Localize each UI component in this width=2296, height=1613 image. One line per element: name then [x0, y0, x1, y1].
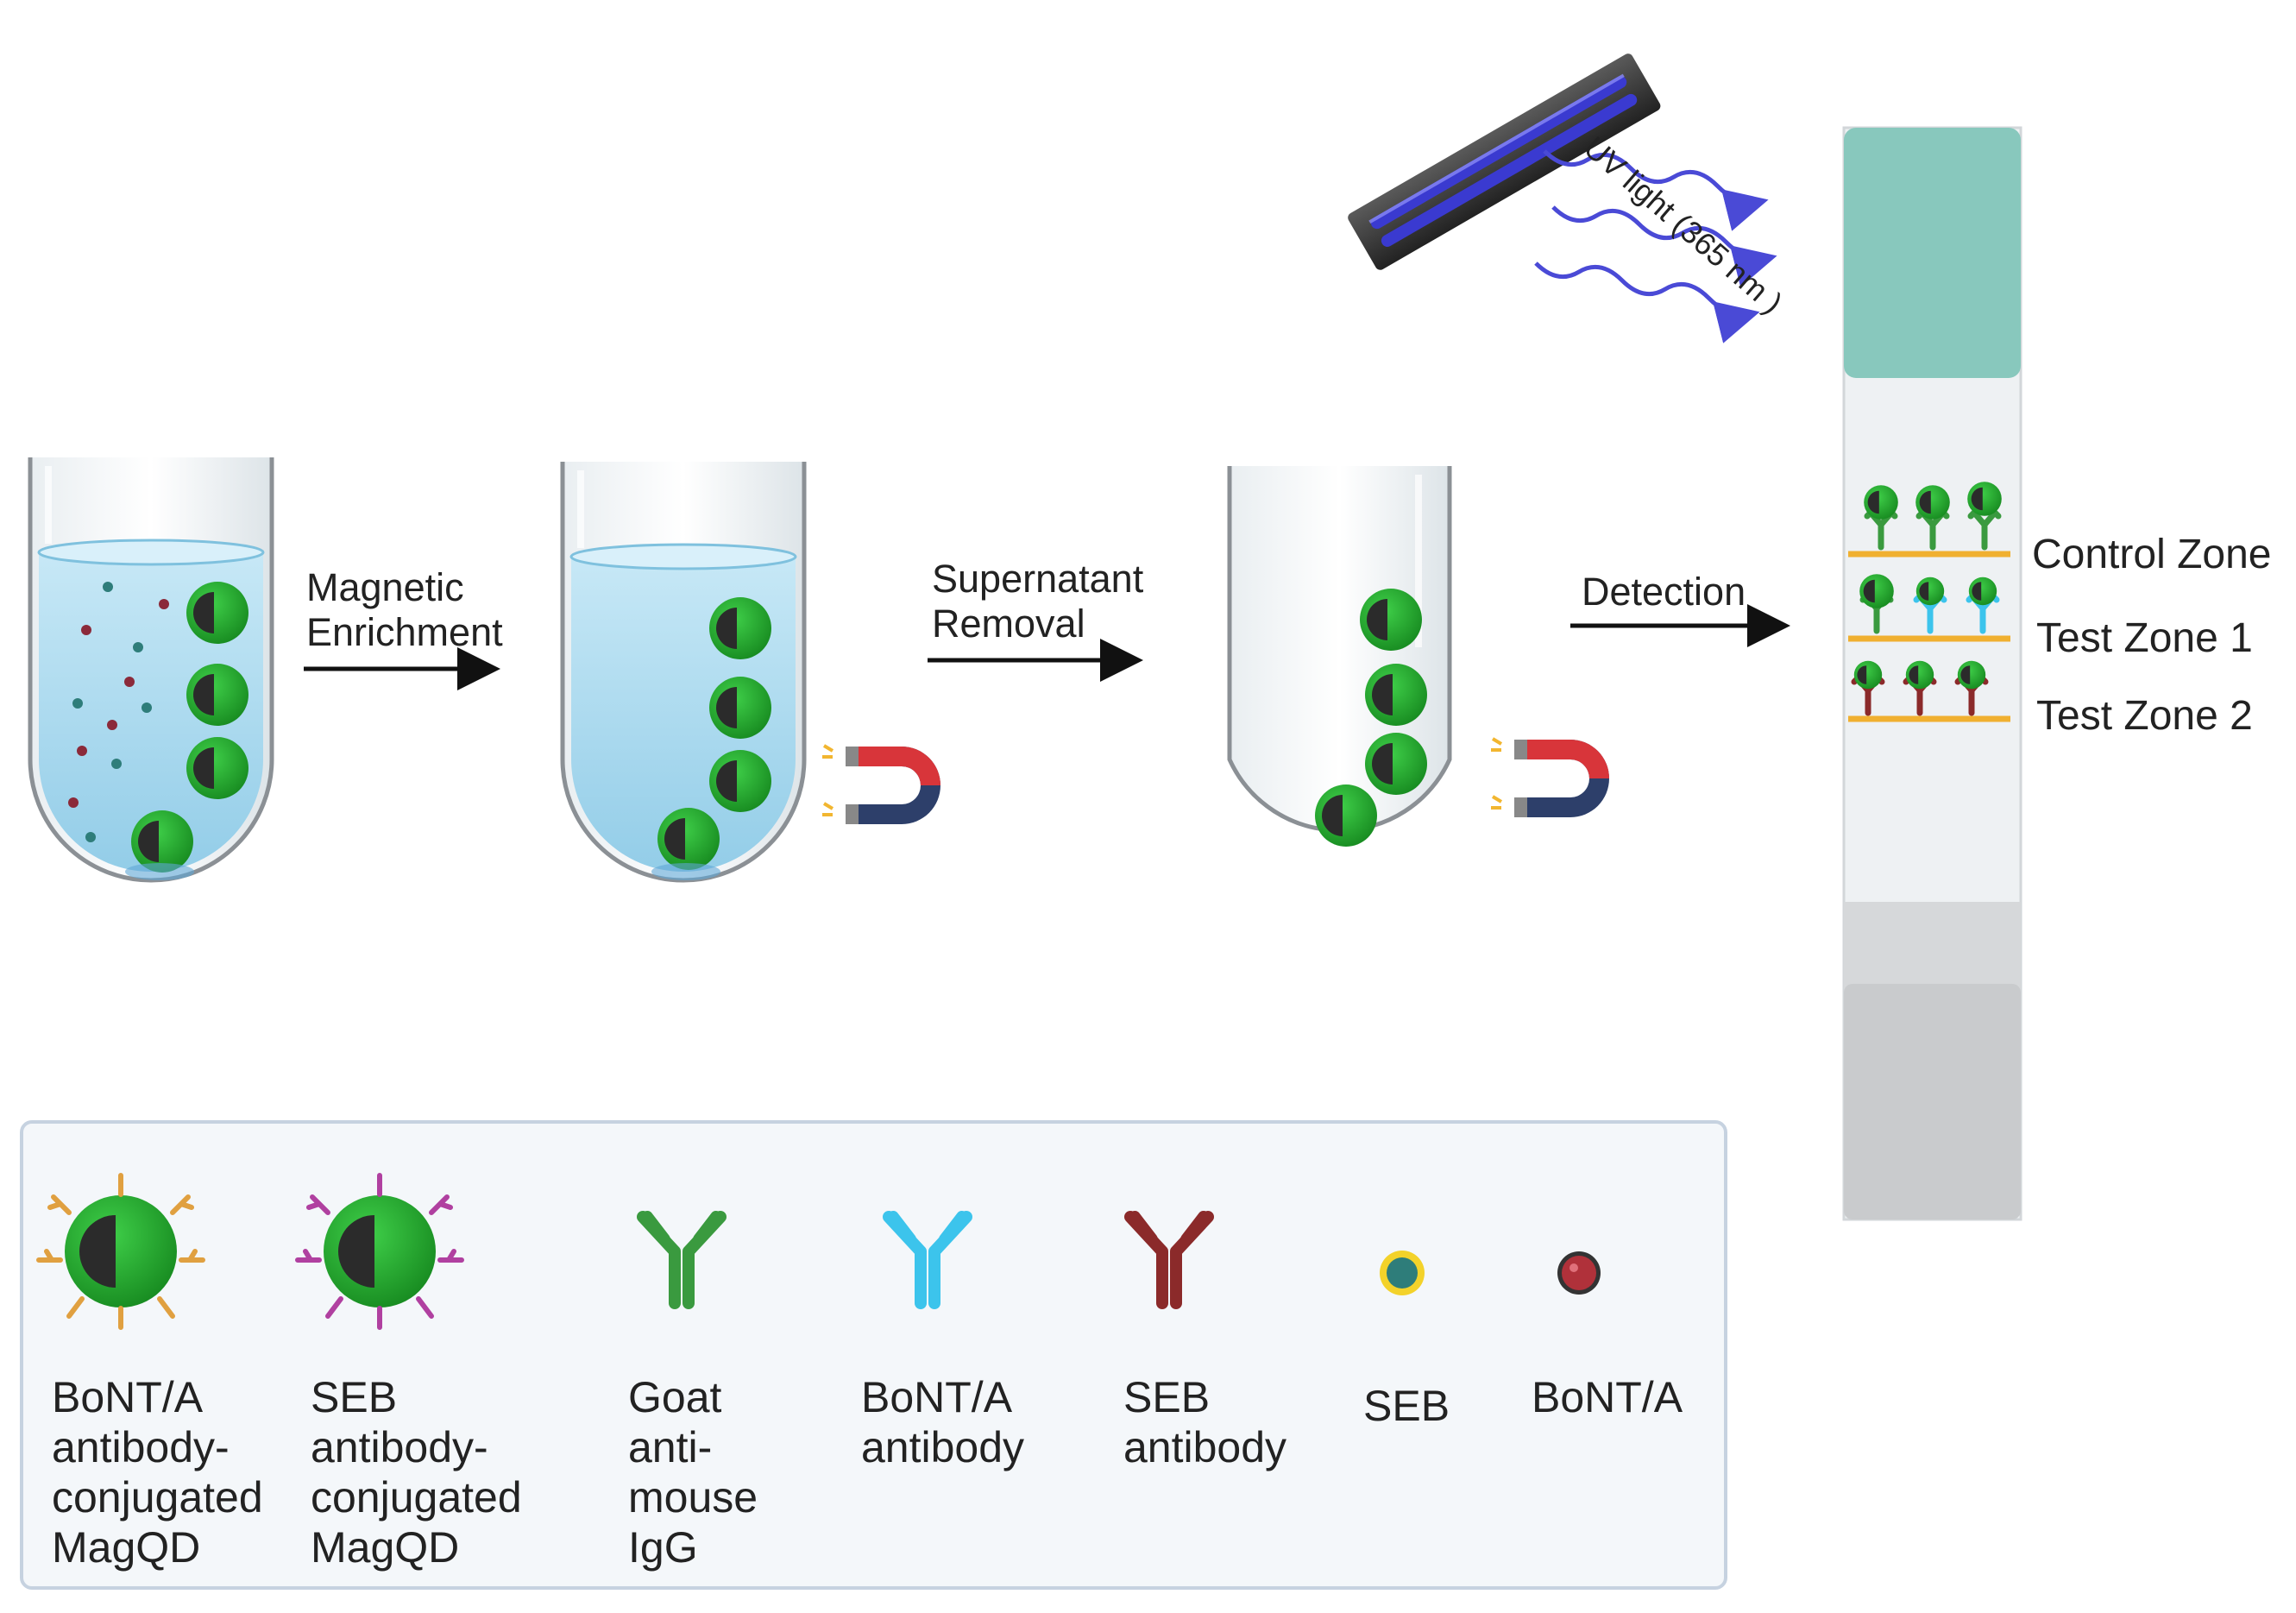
tube-3 — [1227, 466, 1452, 847]
label-test-zone-1: Test Zone 1 — [2036, 615, 2253, 661]
magnet-icon — [1491, 737, 1609, 817]
seb-antibody-icon — [1124, 1211, 1214, 1309]
bont-a-antibody-icon — [883, 1211, 972, 1309]
legend-box — [20, 1120, 1727, 1590]
bont-a-magqd-icon — [36, 1173, 205, 1330]
legend-label-goat-igg: Goat anti- mouse IgG — [628, 1373, 758, 1572]
label-test-zone-2: Test Zone 2 — [2036, 693, 2253, 739]
free-antigen-particles — [68, 582, 169, 842]
legend-label-bont-a: BoNT/A — [1532, 1373, 1683, 1421]
bont-a-particle-icon — [1557, 1251, 1601, 1295]
seb-magqd-icon — [295, 1173, 464, 1330]
legend-label-seb-antibody: SEB antibody — [1123, 1373, 1287, 1471]
label-detection: Detection — [1582, 570, 1746, 614]
legend-label-bont-a-antibody: BoNT/A antibody — [861, 1373, 1025, 1471]
seb-particle-icon — [1380, 1251, 1425, 1295]
label-supernatant-removal: Supernatant Removal — [932, 557, 1144, 646]
magnet-icon — [822, 744, 940, 824]
absorbent-pad — [1844, 984, 2021, 1219]
label-control-zone: Control Zone — [2032, 532, 2272, 577]
tube-1 — [28, 457, 274, 883]
legend-label-seb: SEB — [1363, 1382, 1450, 1430]
sample-pad — [1844, 128, 2021, 378]
legend-label-seb-magqd: SEB antibody- conjugated MagQD — [311, 1373, 522, 1572]
lateral-flow-strip — [1842, 126, 2022, 1221]
uv-lamp-icon — [1348, 54, 1777, 343]
label-magnetic-enrichment: Magnetic Enrichment — [306, 565, 503, 654]
goat-antibody-icon — [637, 1211, 727, 1309]
tube-2 — [560, 462, 807, 883]
legend-label-bont-a-magqd: BoNT/A antibody- conjugated MagQD — [52, 1373, 263, 1572]
